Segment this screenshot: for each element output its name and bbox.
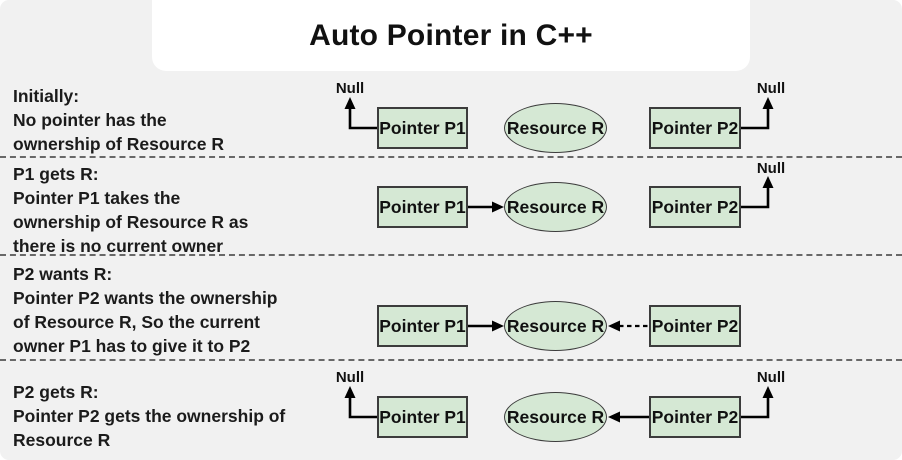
pointer-p2-node: Pointer P2 [649,396,741,438]
section-description: P1 gets R: Pointer P1 takes the ownershi… [13,162,248,258]
description-line: P2 gets R: [13,382,99,402]
description-line: No pointer has the [13,110,167,130]
pointer-p2-node: Pointer P2 [649,107,741,149]
description-line: P2 wants R: [13,264,113,284]
resource-r-node: Resource R [504,392,607,442]
description-line: of Resource R, So the current [13,312,260,332]
section-description: P2 gets R: Pointer P2 gets the ownership… [13,380,285,452]
p1-null-arrow [344,97,378,130]
pointer-p1-node: Pointer P1 [377,396,468,438]
description-line: there is no current owner [13,236,224,256]
pointer-p1-node: Pointer P1 [377,186,468,228]
title-card: Auto Pointer in C++ [152,0,750,71]
description-line: Resource R [13,430,111,450]
null-label: Null [335,80,365,97]
description-line: Initially: [13,86,80,106]
p2-to-resource-arrow [608,411,649,423]
pointer-p2-node: Pointer P2 [649,186,741,228]
description-line: Pointer P2 gets the ownership of [13,406,286,426]
p2-null-arrow [741,176,774,209]
pointer-p2-node: Pointer P2 [649,305,741,347]
null-label: Null [756,80,786,97]
p2-null-arrow [741,386,774,419]
null-label: Null [756,160,786,177]
section-divider [0,254,902,256]
resource-r-node: Resource R [504,182,607,232]
description-line: Pointer P2 wants the ownership [13,288,278,308]
p1-to-resource-arrow [468,201,504,213]
pointer-p1-node: Pointer P1 [377,305,468,347]
description-line: Pointer P1 takes the [13,188,181,208]
description-line: P1 gets R: [13,164,99,184]
section-description: P2 wants R: Pointer P2 wants the ownersh… [13,262,278,358]
resource-r-node: Resource R [504,103,607,153]
p1-null-arrow [344,386,378,419]
page-title: Auto Pointer in C++ [309,18,593,52]
pointer-p1-node: Pointer P1 [377,107,468,149]
description-line: ownership of Resource R [13,134,225,154]
resource-r-node: Resource R [504,301,607,351]
p2-request-dashed-arrow [608,320,649,332]
p2-null-arrow [741,97,774,130]
null-label: Null [335,369,365,386]
section-divider [0,359,902,361]
section-divider [0,156,902,158]
description-line: ownership of Resource R as [13,212,249,232]
p1-to-resource-arrow [468,320,504,332]
null-label: Null [756,369,786,386]
section-description: Initially: No pointer has the ownership … [13,84,224,156]
description-line: owner P1 has to give it to P2 [13,336,251,356]
